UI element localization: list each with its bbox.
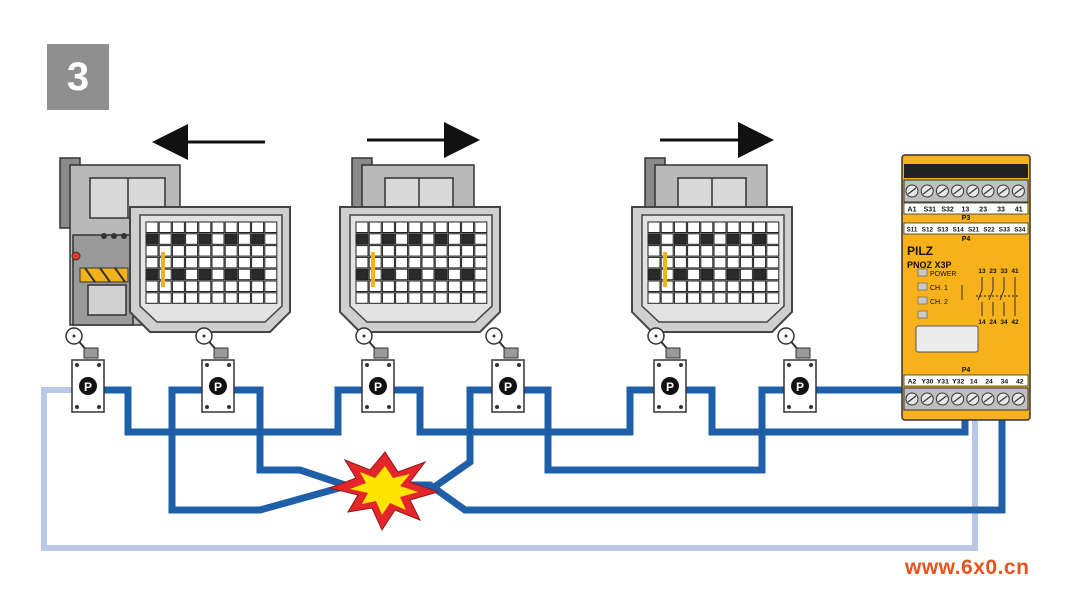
terminal-label: 34 — [1001, 379, 1009, 386]
terminal-label: S12 — [922, 227, 934, 234]
terminal-label: S33 — [999, 227, 1011, 234]
terminal-screw — [981, 392, 995, 406]
terminal-screw — [935, 392, 949, 406]
switch-symbol: P — [374, 380, 382, 394]
terminal-label: S22 — [983, 227, 995, 234]
position-switch: P — [355, 327, 395, 413]
position-switch: P — [195, 327, 235, 413]
guard-3 — [631, 206, 793, 333]
terminal-label: A2 — [908, 379, 917, 386]
terminal-screw — [996, 184, 1010, 198]
short-circuit-burst-inner — [350, 466, 418, 515]
terminal-screw — [920, 184, 934, 198]
terminal-label: 14 — [970, 379, 978, 386]
terminal-screw — [1011, 184, 1025, 198]
terminal-label: 42 — [1016, 379, 1024, 386]
terminal-screw — [966, 392, 980, 406]
terminal-screw — [966, 184, 980, 198]
wire-channel-2c — [520, 386, 790, 474]
terminal-label: 33 — [1000, 268, 1008, 275]
terminal-label: 13 — [978, 268, 986, 275]
led-ch2: CH. 2 — [930, 299, 948, 306]
wire-channel-1c — [680, 386, 969, 436]
position-switch: P — [65, 327, 105, 413]
wire-channel-1b — [388, 386, 660, 436]
terminal-label: 14 — [978, 319, 986, 326]
switch-symbol: P — [84, 380, 92, 394]
terminal-screw — [905, 392, 919, 406]
wire-return-light — [41, 387, 978, 551]
led-ch1: CH. 1 — [930, 285, 948, 292]
terminal-label: S11 — [907, 227, 918, 234]
terminal-label: S13 — [937, 227, 949, 234]
terminal-label: 33 — [997, 207, 1005, 214]
terminal-label: Y32 — [952, 379, 964, 386]
terminal-label: S32 — [941, 207, 954, 214]
watermark: www.6x0.cn — [905, 556, 1030, 579]
terminal-screw — [996, 392, 1010, 406]
terminal-screw — [905, 184, 919, 198]
p3-label: P3 — [962, 215, 971, 222]
position-switch: P — [777, 327, 817, 413]
terminal-screw — [951, 184, 965, 198]
contact-schematic — [961, 277, 1020, 316]
terminal-label: 34 — [1000, 319, 1008, 326]
terminal-screw — [981, 184, 995, 198]
switch-symbol: P — [504, 380, 512, 394]
terminal-label: 24 — [985, 379, 993, 386]
terminal-label: 23 — [989, 268, 997, 275]
relay-brand: PILZ — [907, 244, 933, 258]
terminal-label: Y30 — [921, 379, 933, 386]
terminal-label: 41 — [1015, 207, 1023, 214]
switch-symbol: P — [796, 380, 804, 394]
wire-channel-1a — [98, 386, 368, 436]
terminal-label: S31 — [924, 207, 937, 214]
terminal-label: 24 — [989, 319, 997, 326]
terminal-label: 13 — [962, 207, 970, 214]
guard-1 — [129, 206, 291, 333]
position-switch: P — [485, 327, 525, 413]
switch-symbol: P — [666, 380, 674, 394]
terminal-screw — [920, 392, 934, 406]
terminal-label: 41 — [1011, 268, 1019, 275]
terminal-screw — [935, 184, 949, 198]
terminal-label: A1 — [908, 207, 917, 214]
terminal-label: S34 — [1014, 227, 1026, 234]
terminal-label: Y31 — [937, 379, 949, 386]
terminal-screw — [1011, 392, 1025, 406]
p4-label-top: P4 — [962, 236, 971, 243]
terminal-label: S14 — [953, 227, 965, 234]
relay-model: PNOZ X3P — [907, 260, 952, 270]
wire-channel-2a — [168, 386, 1006, 514]
position-switch: P — [647, 327, 687, 413]
terminal-label: 42 — [1011, 319, 1019, 326]
p4-label-bottom: P4 — [962, 367, 971, 374]
terminal-label: S21 — [968, 227, 980, 234]
led-power: POWER — [930, 271, 956, 278]
switch-symbol: P — [214, 380, 222, 394]
terminal-screw — [951, 392, 965, 406]
terminal-label: 23 — [979, 207, 987, 214]
step-badge: 3 — [47, 44, 109, 110]
guard-2 — [339, 206, 501, 333]
